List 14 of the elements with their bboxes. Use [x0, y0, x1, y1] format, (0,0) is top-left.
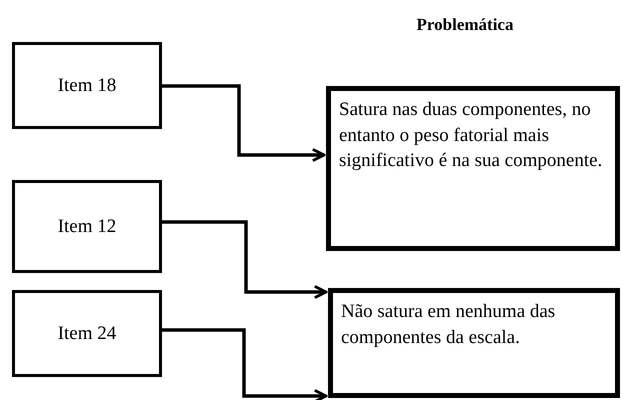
box-text: Satura nas duas componentes, no entanto o peso fatorial mais significativo é na sua componente. [339, 98, 604, 174]
box-text: Item 18 [58, 74, 116, 96]
arrow [162, 328, 328, 400]
heading: Problemática [416, 15, 514, 35]
box-text: Item 24 [58, 322, 116, 344]
description-box [326, 86, 620, 251]
arrow [162, 220, 328, 299]
item-box [12, 180, 162, 273]
item-box [12, 290, 162, 377]
box-text: Item 12 [58, 216, 116, 238]
item-box [12, 42, 162, 129]
description-box [328, 288, 620, 398]
box-text: Não satura em nenhuma das componentes da escala. [341, 300, 556, 350]
arrow [162, 84, 326, 162]
